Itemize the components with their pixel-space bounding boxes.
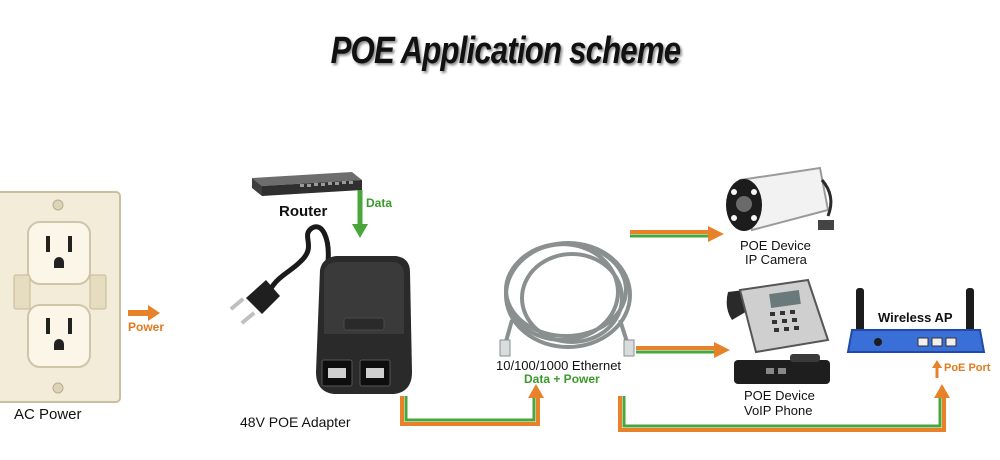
power-label: Power [128,320,165,334]
ac-outlet-illustration [0,191,121,403]
adapter-cable [229,224,331,325]
poe-adapter-illustration [316,256,412,394]
ac-power-label: AC Power [14,406,82,423]
camera-label-line2: IP Camera [745,252,807,267]
diagram-title: POE Application scheme [330,30,681,72]
ethernet-cable-illustration [503,241,632,349]
data-label: Data [366,196,393,210]
voip-phone-illustration [726,278,830,384]
data-arrow [352,190,368,238]
adapter-label: 48V POE Adapter [240,414,351,430]
phone-label-line2: VoIP Phone [744,403,813,418]
ethernet-to-phone-arrow [636,342,730,358]
ethernet-label: 10/100/1000 Ethernet [496,358,622,373]
power-arrow [128,305,160,321]
poe-port-label: PoE Port [944,362,991,374]
adapter-to-ethernet-line [400,384,544,426]
wireless-ap-illustration [846,288,986,353]
ethernet-to-camera-arrow [630,226,724,242]
ethernet-to-ap-line [618,384,950,432]
ip-camera-illustration [726,166,834,232]
data-power-label: Data + Power [524,372,600,386]
phone-label-line1: POE Device [744,388,815,403]
router-label: Router [279,203,328,220]
router-illustration [252,172,362,196]
camera-label-line1: POE Device [740,238,811,253]
wireless-ap-label: Wireless AP [878,310,953,325]
poe-port-arrow [932,360,942,378]
